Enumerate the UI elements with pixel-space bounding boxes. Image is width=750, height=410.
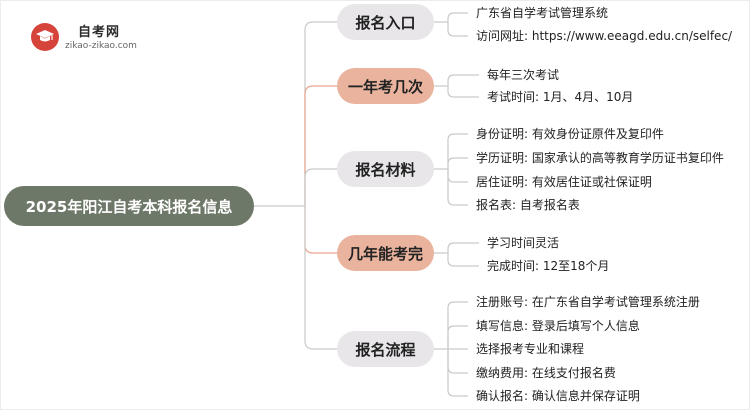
leaf-connector: [447, 325, 468, 349]
leaf-connector: [447, 86, 479, 98]
leaf-item: 每年三次考试: [487, 68, 560, 82]
leaf-item: 学习时间灵活: [487, 236, 560, 250]
root-node: 2025年阳江自考本科报名信息: [4, 186, 254, 226]
leaf-connector: [447, 349, 468, 397]
leaf-connector: [447, 74, 479, 86]
leaf-item: 注册账号: 在广东省自学考试管理系统注册: [476, 295, 700, 309]
leaf-item: 选择报考专业和课程: [476, 342, 585, 356]
leaf-connector: [447, 133, 468, 169]
site-logo[interactable]: 自考网 zikao-zikao.com: [31, 18, 166, 58]
branch-connector: [304, 206, 337, 350]
leaf-item: 考试时间: 1月、4月、10月: [487, 90, 634, 104]
branch-completion-time: 几年能考完: [337, 235, 434, 271]
leaf-item: 确认报名: 确认信息并保存证明: [476, 389, 640, 403]
branch-exams-per-year: 一年考几次: [337, 68, 434, 104]
branch-label: 几年能考完: [347, 244, 423, 263]
branch-registration-entry: 报名入口: [337, 4, 434, 40]
leaf-connector: [447, 169, 468, 183]
leaf-item: 广东省自学考试管理系统: [476, 6, 609, 20]
branch-label: 报名材料: [355, 160, 416, 179]
branch-connector: [304, 85, 337, 206]
branch-label: 一年考几次: [347, 77, 423, 96]
branch-materials: 报名材料: [337, 151, 434, 187]
leaf-item: 缴纳费用: 在线支付报名费: [476, 366, 616, 380]
leaf-item: 访问网址: https://www.eeagd.edu.cn/selfec/: [476, 29, 733, 43]
leaf-connector: [447, 157, 468, 169]
leaf-item: 完成时间: 12至18个月: [487, 259, 610, 273]
leaf-connector: [447, 349, 468, 374]
leaf-item: 填写信息: 登录后填写个人信息: [476, 319, 640, 333]
branch-connector: [304, 168, 337, 206]
leaf-connector: [447, 242, 479, 253]
logo-title: 自考网: [78, 25, 121, 40]
leaf-connector: [447, 22, 468, 37]
branch-label: 报名入口: [355, 13, 416, 32]
leaf-connector: [447, 169, 468, 206]
leaf-item: 学历证明: 国家承认的高等教育学历证书复印件: [476, 151, 724, 165]
leaf-connector: [447, 12, 468, 22]
leaf-connector: [447, 301, 468, 349]
branch-connector: [304, 21, 337, 206]
branch-label: 报名流程: [355, 340, 416, 359]
leaf-item: 报名表: 自考报名表: [476, 198, 580, 212]
leaf-item: 居住证明: 有效居住证或社保证明: [476, 175, 652, 189]
graduation-cap-icon: [31, 23, 59, 51]
leaf-item: 身份证明: 有效身份证原件及复印件: [476, 127, 664, 141]
logo-url: zikao-zikao.com: [65, 41, 137, 51]
branch-process: 报名流程: [337, 331, 434, 367]
leaf-connector: [447, 253, 479, 267]
branch-connector: [304, 206, 337, 254]
